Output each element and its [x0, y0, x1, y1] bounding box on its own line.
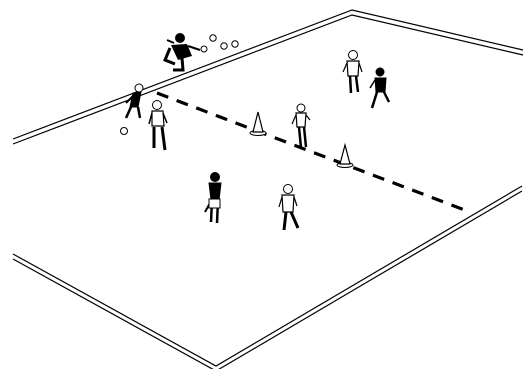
player-dark-1 [126, 84, 143, 118]
cone-1 [250, 112, 266, 136]
coach-figure [165, 33, 200, 70]
dashed-center-line [157, 93, 470, 212]
player-dark-3 [205, 173, 221, 224]
player-light-1 [343, 51, 362, 94]
field-boundary [13, 10, 523, 369]
field-bottom-edge-inner [13, 191, 522, 369]
field-top-edge [13, 10, 523, 139]
ball [210, 35, 216, 41]
player-light-2 [292, 104, 310, 148]
player-dark-4 [370, 68, 389, 108]
ball [232, 41, 238, 47]
field-top-edge-inner [13, 15, 523, 144]
ball [121, 128, 128, 135]
player-light-3 [279, 185, 298, 231]
ball [201, 46, 207, 52]
ball [221, 43, 227, 49]
player-dark-2 [149, 101, 167, 151]
ball-supply [201, 35, 238, 52]
field-bottom-edge [13, 186, 522, 366]
cone-2 [337, 145, 353, 168]
